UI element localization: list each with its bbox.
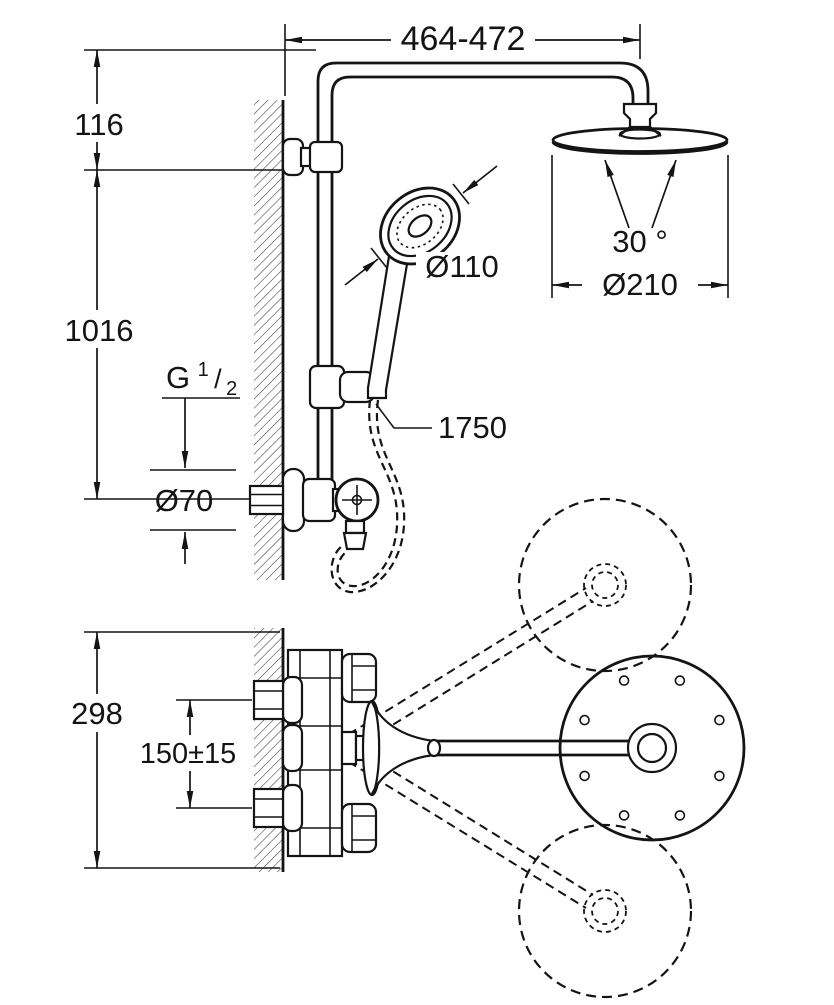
head-dia-label: Ø210 bbox=[602, 267, 678, 302]
rail-height-label: 1016 bbox=[65, 313, 134, 348]
valve-plan bbox=[252, 648, 378, 858]
hose-length-label: 1750 bbox=[438, 410, 507, 445]
handle-plan-bottom bbox=[340, 802, 378, 854]
shower-hose bbox=[330, 399, 406, 594]
supply-fitting-top bbox=[252, 679, 285, 721]
hand-shower bbox=[366, 186, 461, 400]
dim-hose-length: 1750 bbox=[375, 403, 507, 445]
side-view: 464-472 116 1016 G 1 / 2 bbox=[59, 20, 729, 594]
dim-supply-distance: 150±15 bbox=[126, 699, 252, 809]
handle-plan-top bbox=[340, 652, 378, 704]
head-position-upper bbox=[517, 497, 693, 673]
shower-pipe bbox=[316, 61, 650, 482]
dim-handshower-dia: Ø110 bbox=[344, 165, 508, 286]
wall-bracket-top bbox=[281, 137, 344, 177]
handshower-plan bbox=[340, 699, 442, 797]
handshower-dia-label: Ø110 bbox=[425, 249, 499, 284]
top-width-label: 464-472 bbox=[401, 20, 526, 58]
plate-height-label: 298 bbox=[71, 696, 123, 731]
dim-top-width: 464-472 bbox=[284, 20, 641, 96]
wall-section-plan bbox=[254, 628, 285, 872]
plan-view: 298 150±15 bbox=[60, 497, 746, 999]
head-position-lower bbox=[517, 823, 693, 999]
dim-thread: G 1 / 2 bbox=[162, 359, 240, 400]
escutcheon-dia-label: Ø70 bbox=[155, 483, 214, 518]
dim-escutcheon-dia: Ø70 bbox=[150, 398, 236, 564]
head-tilt-label: 30 ° bbox=[612, 224, 668, 259]
top-offset-label: 116 bbox=[74, 107, 123, 142]
dim-head-tilt: 30 ° bbox=[604, 159, 677, 259]
thread-label: G 1 / 2 bbox=[166, 359, 237, 400]
head-shower bbox=[551, 102, 729, 155]
thermostat-valve bbox=[248, 467, 380, 551]
dim-top-offset: 116 bbox=[67, 49, 316, 170]
dim-rail-height: 1016 bbox=[59, 169, 282, 500]
dim-head-dia: Ø210 bbox=[551, 155, 729, 302]
supply-distance-label: 150±15 bbox=[140, 738, 237, 770]
supply-fitting-bottom bbox=[252, 787, 285, 829]
dim-plate-height: 298 bbox=[60, 631, 280, 869]
handshower-holder bbox=[308, 364, 376, 410]
